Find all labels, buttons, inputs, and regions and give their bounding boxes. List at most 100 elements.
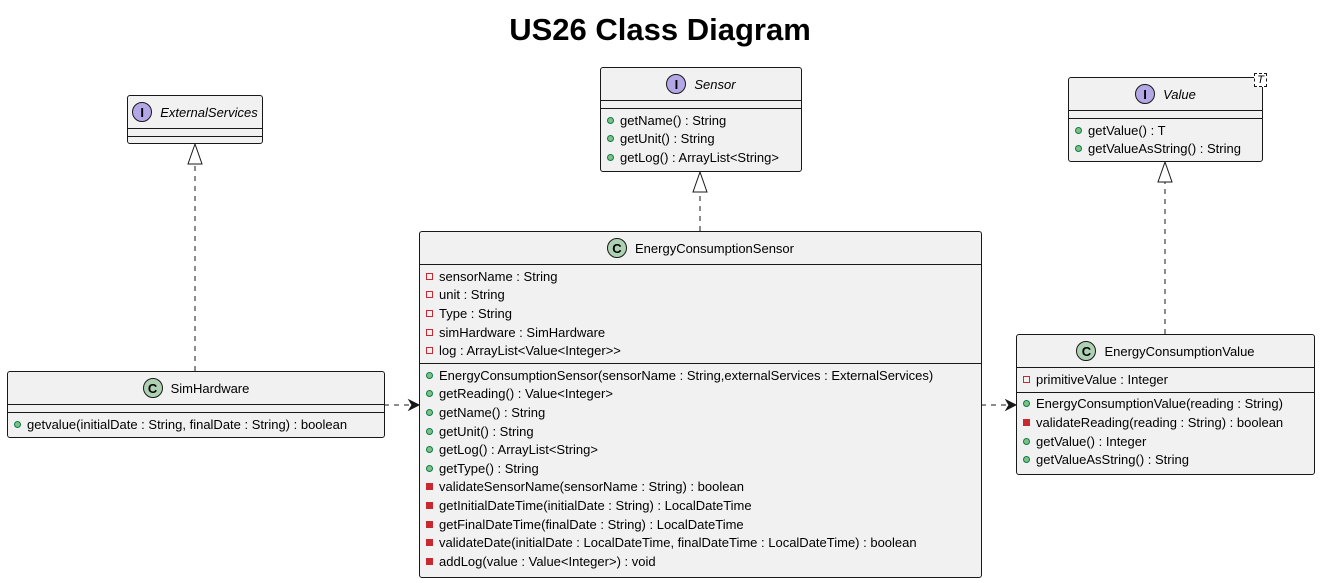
fields-section (128, 129, 262, 137)
method-row: getValueAsString() : String (1069, 140, 1262, 159)
public-visibility-icon (14, 420, 21, 428)
class-icon: C (1076, 341, 1097, 361)
private-visibility-icon (426, 272, 433, 280)
energyconsumptionvalue-header: C EnergyConsumptionValue (1017, 335, 1314, 368)
method-text: addLog(value : Value<Integer>) : void (439, 553, 656, 569)
methods-section: EnergyConsumptionSensor(sensorName : Str… (420, 364, 981, 574)
method-row: EnergyConsumptionValue(reading : String) (1017, 395, 1314, 414)
method-row: getName() : String (420, 403, 981, 422)
method-row: getUnit() : String (420, 422, 981, 441)
method-row: validateSensorName(sensorName : String) … (420, 478, 981, 497)
method-row: validateReading(reading : String) : bool… (1017, 413, 1314, 432)
sensor-header: I Sensor (601, 68, 801, 101)
field-row: unit : String (420, 286, 981, 305)
realization-value (1157, 160, 1173, 334)
public-visibility-icon (426, 371, 433, 379)
method-text: getValue() : Integer (1036, 433, 1147, 449)
method-row: getValueAsString() : String (1017, 450, 1314, 469)
class-icon: C (142, 378, 163, 398)
public-visibility-icon (426, 427, 433, 435)
type-parameter: T (1254, 73, 1267, 87)
sensor-interface[interactable]: I Sensor getName() : String getUnit() : S… (600, 67, 802, 172)
method-text: EnergyConsumptionSensor(sensorName : Str… (439, 367, 934, 383)
field-row: primitiveValue : Integer (1017, 370, 1314, 389)
interface-icon: I (666, 74, 687, 94)
public-visibility-icon (607, 153, 614, 161)
value-interface[interactable]: T I Value getValue() : T getValueAsString… (1068, 73, 1267, 162)
method-row: getLog() : ArrayList<String> (601, 148, 801, 167)
private-visibility-icon (426, 291, 433, 299)
field-row: log : ArrayList<Value<Integer>> (420, 341, 981, 360)
field-text: unit : String (439, 287, 505, 303)
fields-section: primitiveValue : Integer (1017, 368, 1314, 393)
method-row: EnergyConsumptionSensor(sensorName : Str… (420, 366, 981, 385)
energyconsumptionvalue-class[interactable]: C EnergyConsumptionValue primitiveValue … (1016, 334, 1315, 475)
method-text: getUnit() : String (620, 131, 715, 147)
public-visibility-icon (426, 390, 433, 398)
methods-section: getValue() : T getValueAsString() : Strin… (1069, 119, 1262, 161)
class-name: Value (1163, 86, 1196, 102)
method-text: getLog() : ArrayList<String> (439, 442, 598, 458)
private-visibility-icon (426, 520, 433, 528)
field-text: Type : String (439, 305, 512, 321)
class-icon: C (607, 238, 627, 258)
realization-sensor (692, 170, 708, 231)
diagram-title: US26 Class Diagram (509, 12, 811, 47)
public-visibility-icon (1075, 126, 1082, 134)
method-text: getType() : String (439, 460, 539, 476)
method-text: getInitialDateTime(initialDate : String)… (439, 497, 752, 513)
method-row: getValue() : Integer (1017, 432, 1314, 451)
method-text: getValueAsString() : String (1036, 452, 1189, 468)
field-text: simHardware : SimHardware (439, 324, 606, 340)
field-row: Type : String (420, 304, 981, 323)
field-text: sensorName : String (439, 268, 558, 284)
method-text: getName() : String (439, 404, 546, 420)
private-visibility-icon (426, 309, 433, 317)
method-text: getFinalDateTime(finalDate : String) : L… (439, 516, 744, 532)
externalservices-header: I ExternalServices (128, 96, 262, 129)
method-text: validateReading(reading : String) : bool… (1036, 414, 1284, 430)
method-text: getValue() : T (1088, 122, 1166, 138)
method-row: getFinalDateTime(finalDate : String) : L… (420, 515, 981, 534)
class-name: SimHardware (170, 380, 250, 396)
private-visibility-icon (426, 501, 433, 509)
methods-section: getvalue(initialDate : String, finalDate… (8, 413, 384, 437)
method-text: validateSensorName(sensorName : String) … (439, 479, 744, 495)
simhardware-class[interactable]: C SimHardware getvalue(initialDate : Str… (7, 371, 385, 438)
public-visibility-icon (426, 408, 433, 416)
method-row: getName() : String (601, 111, 801, 130)
public-visibility-icon (426, 446, 433, 454)
public-visibility-icon (426, 464, 433, 472)
energyconsumptionsensor-header: C EnergyConsumptionSensor (420, 232, 981, 265)
method-row: getInitialDateTime(initialDate : String)… (420, 496, 981, 515)
class-name: Sensor (694, 76, 736, 92)
method-text: getName() : String (620, 112, 727, 128)
methods-section: EnergyConsumptionValue(reading : String)… (1017, 393, 1314, 472)
class-name: ExternalServices (160, 104, 258, 120)
field-row: sensorName : String (420, 267, 981, 286)
field-text: primitiveValue : Integer (1036, 371, 1168, 387)
method-row: getUnit() : String (601, 130, 801, 149)
fields-section (1069, 111, 1262, 119)
private-visibility-icon (426, 347, 433, 355)
externalservices-interface[interactable]: I ExternalServices (127, 95, 263, 144)
method-row: getType() : String (420, 459, 981, 478)
energyconsumptionsensor-class[interactable]: C EnergyConsumptionSensor sensorName : S… (419, 231, 982, 578)
method-row: addLog(value : Value<Integer>) : void (420, 552, 981, 571)
value-header: I Value (1069, 78, 1262, 111)
fields-section (8, 405, 384, 413)
method-text: getvalue(initialDate : String, finalDate… (27, 416, 348, 432)
private-visibility-icon (426, 557, 433, 565)
public-visibility-icon (1023, 400, 1030, 408)
public-visibility-icon (1075, 145, 1082, 153)
interface-icon: I (1135, 84, 1156, 104)
method-row: getLog() : ArrayList<String> (420, 440, 981, 459)
method-text: getReading() : Value<Integer> (439, 386, 613, 402)
interface-icon: I (132, 102, 153, 122)
public-visibility-icon (607, 135, 614, 143)
public-visibility-icon (1023, 437, 1030, 445)
private-visibility-icon (426, 328, 433, 336)
method-row: validateDate(initialDate : LocalDateTime… (420, 533, 981, 552)
